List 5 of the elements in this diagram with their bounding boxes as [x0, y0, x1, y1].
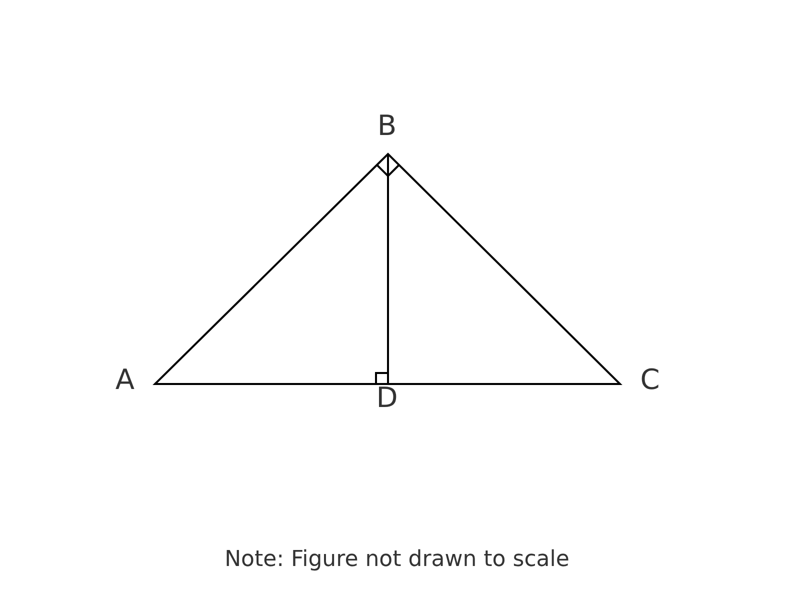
vertex-label: A [115, 366, 135, 394]
caption-text: Note: Figure not drawn to scale [224, 549, 570, 571]
vertex-label: B [377, 112, 397, 140]
vertex-label: C [640, 366, 660, 394]
vertex-label: D [376, 384, 398, 412]
